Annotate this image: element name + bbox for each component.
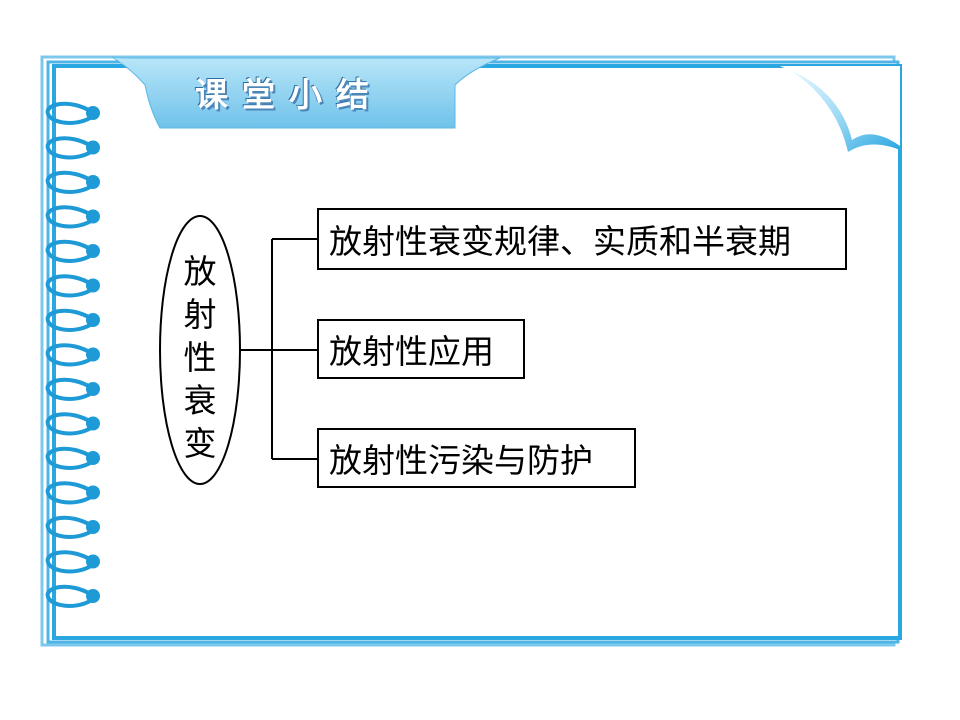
- spiral-ring: [45, 205, 94, 229]
- spiral-hole: [86, 382, 100, 396]
- section-title: 课堂小结: [195, 75, 383, 114]
- spiral-ring: [45, 170, 94, 194]
- spiral-hole: [86, 278, 100, 293]
- spiral-hole: [86, 209, 100, 224]
- spiral-hole: [86, 554, 100, 569]
- root-node-radioactive-decay: 放 射 性 衰 变: [180, 250, 220, 465]
- branch-label: 放射性污染与防护: [329, 441, 593, 480]
- spiral-ring: [45, 377, 94, 401]
- spiral-ring: [45, 101, 94, 125]
- spiral-hole: [86, 589, 100, 603]
- branch-node-application: 放射性应用: [317, 319, 525, 379]
- branch-node-decay-law: 放射性衰变规律、实质和半衰期: [317, 208, 847, 270]
- spiral-ring: [45, 481, 94, 505]
- spiral-ring: [45, 136, 94, 160]
- spiral-ring: [45, 239, 94, 263]
- root-char: 性: [183, 338, 217, 377]
- spiral-hole: [86, 347, 100, 362]
- spiral-ring: [45, 446, 94, 470]
- branch-label: 放射性衰变规律、实质和半衰期: [329, 222, 791, 261]
- spiral-ring: [45, 515, 94, 539]
- spiral-ring: [45, 308, 94, 332]
- spiral-hole: [86, 106, 100, 120]
- root-char: 衰: [183, 381, 217, 420]
- spiral-ring: [45, 550, 94, 574]
- root-char: 射: [183, 295, 217, 334]
- root-char: 放: [183, 252, 217, 291]
- spiral-hole: [86, 244, 100, 258]
- spiral-hole: [86, 451, 100, 465]
- spiral-hole: [86, 313, 100, 327]
- spiral-hole: [86, 485, 100, 500]
- spiral-ring: [45, 412, 94, 436]
- branch-node-pollution-protection: 放射性污染与防护: [317, 428, 636, 488]
- spiral-ring: [45, 343, 94, 367]
- spiral-hole: [86, 175, 100, 189]
- spiral-hole: [86, 140, 100, 155]
- spiral-hole: [86, 416, 100, 431]
- spiral-ring: [45, 584, 94, 608]
- spiral-hole: [86, 520, 100, 534]
- branch-label: 放射性应用: [329, 332, 494, 371]
- spiral-ring: [45, 274, 94, 298]
- root-char: 变: [183, 424, 217, 463]
